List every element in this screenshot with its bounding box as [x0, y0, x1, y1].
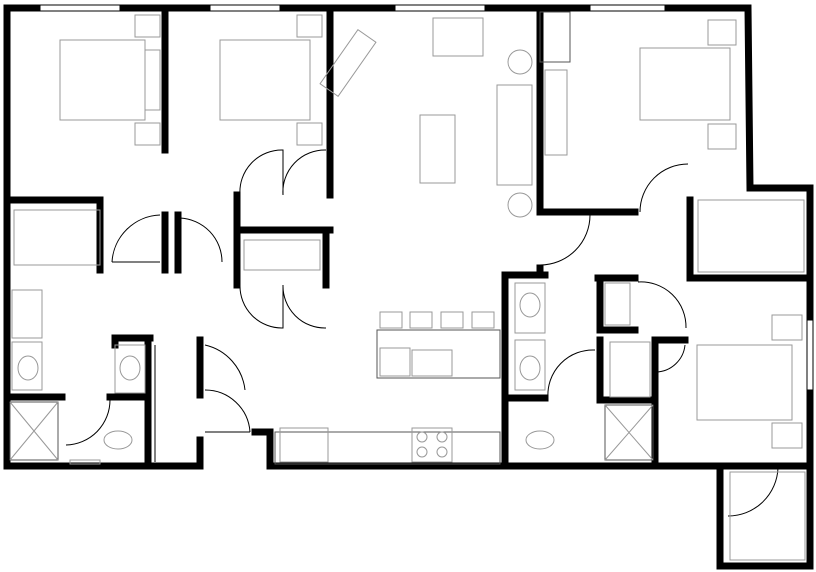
side-table-icon — [507, 192, 533, 218]
bathroom-1-fixtures — [9, 289, 156, 465]
refrigerator-icon — [279, 427, 329, 463]
bed-icon — [639, 47, 731, 121]
interior-walls — [3, 4, 814, 570]
bed-icon — [59, 39, 146, 121]
bar-stool-icon — [379, 311, 495, 329]
bed-icon — [696, 344, 793, 421]
toilet-icon — [103, 430, 133, 450]
dishwasher-icon — [379, 347, 411, 377]
nightstand-icon — [707, 123, 737, 150]
bedroom-1-furniture — [13, 14, 161, 266]
coffee-table-icon — [419, 114, 456, 184]
nightstand-icon — [771, 314, 803, 341]
shower-icon — [604, 404, 654, 461]
vanity-icon — [243, 239, 321, 271]
bedroom-2-furniture — [219, 14, 323, 271]
bed-icon — [219, 39, 311, 121]
windows — [39, 4, 814, 391]
nightstand-icon — [296, 122, 323, 146]
nightstand-icon — [771, 422, 803, 449]
vanity-icon — [514, 339, 546, 391]
side-table-icon — [507, 49, 533, 75]
living-room-furniture — [319, 17, 533, 218]
kitchen-fixtures — [274, 311, 501, 465]
nightstand-icon — [707, 19, 737, 46]
sink-icon — [17, 355, 39, 381]
desk-icon — [697, 199, 805, 273]
closet-icon — [609, 341, 651, 398]
dresser-icon — [544, 69, 568, 156]
headboard-icon — [144, 49, 161, 111]
desk-icon — [13, 209, 101, 266]
range-icon — [411, 427, 453, 463]
washer-dryer-icon — [11, 289, 43, 339]
chaise-icon — [319, 28, 377, 98]
bathroom-2-fixtures — [514, 282, 654, 461]
counter-icon — [274, 431, 501, 465]
nightstand-icon — [296, 14, 323, 38]
vanity-icon — [514, 282, 546, 334]
bedroom-4-furniture — [609, 314, 806, 561]
nightstand-icon — [134, 122, 161, 146]
nightstand-icon — [134, 14, 161, 38]
bedroom-3-furniture — [539, 11, 805, 273]
desk-icon — [729, 471, 806, 561]
vanity-icon — [11, 341, 43, 391]
sofa-icon — [496, 84, 533, 186]
toilet-icon — [525, 430, 555, 450]
shower-icon — [9, 401, 59, 461]
closet-icon — [539, 11, 571, 63]
washer-dryer-icon — [604, 282, 631, 326]
vanity-icon — [114, 344, 146, 394]
island-counter-icon — [376, 329, 501, 379]
doors[interactable] — [65, 149, 779, 517]
armchair-icon — [432, 17, 484, 57]
sink-icon — [411, 349, 453, 377]
exterior-walls — [3, 4, 814, 570]
